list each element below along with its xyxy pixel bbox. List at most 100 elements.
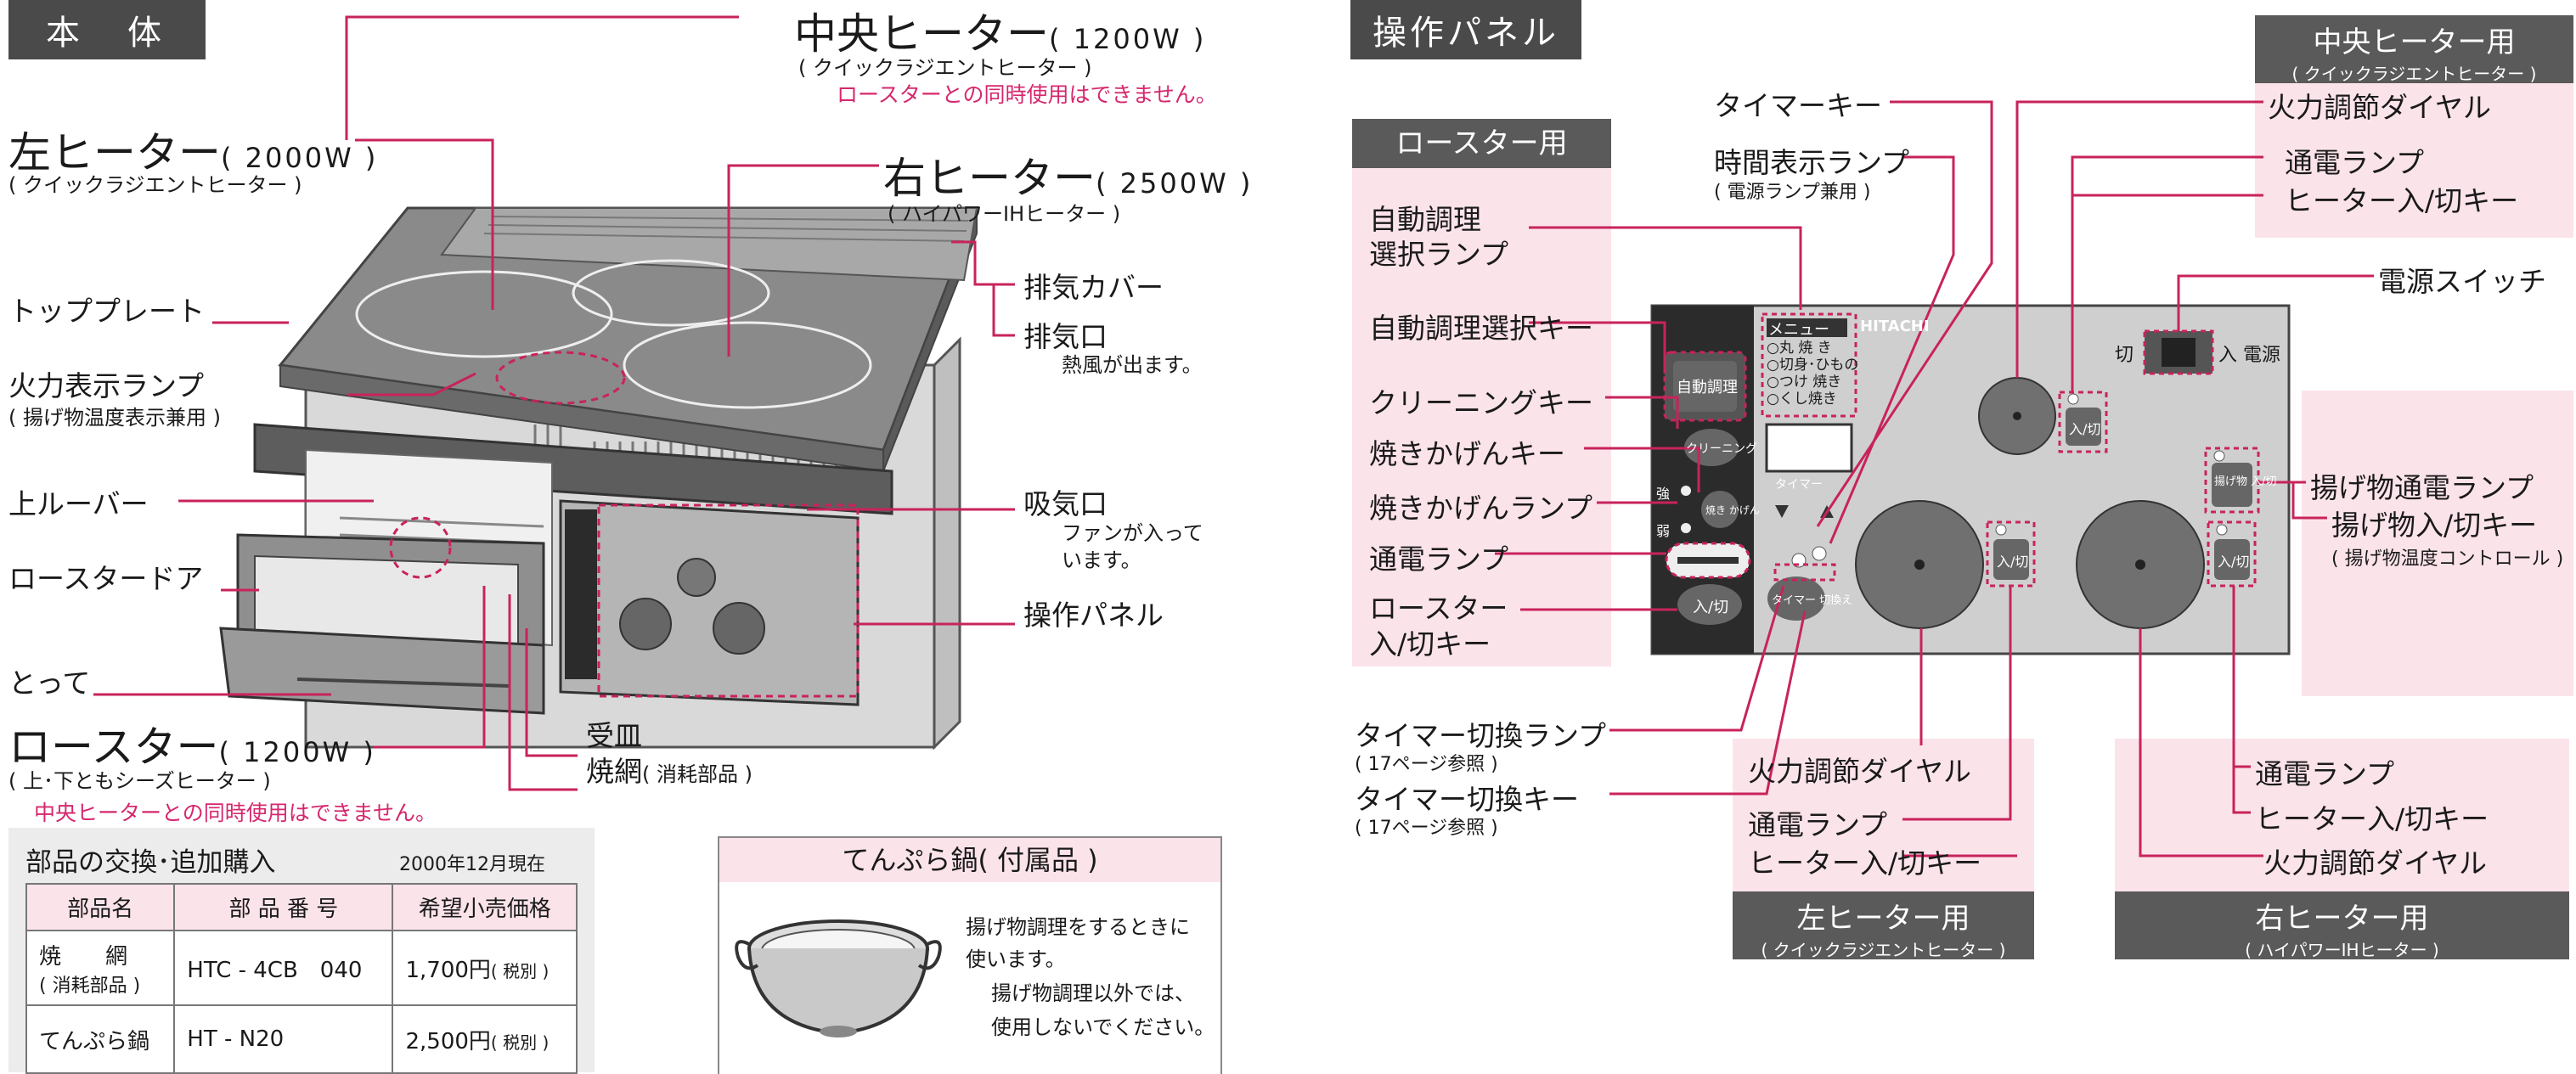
- menu-item: ○丸 焼 き: [1767, 340, 1832, 357]
- weak-label: 弱: [1656, 523, 1671, 539]
- intake-note-2: います。: [1062, 548, 1141, 572]
- grill-level-button[interactable]: 焼き かげん: [1705, 504, 1760, 516]
- timer-switch-key-label: タイマー切換キー: [1355, 783, 1579, 816]
- on-power-label: 入 電源: [2218, 345, 2280, 366]
- fry-lamp-label: 揚げ物通電ランプ: [2310, 471, 2534, 504]
- right-key-label: ヒーター入/切キー: [2255, 802, 2489, 835]
- col-header: 部 品 番 号: [173, 883, 394, 931]
- center-heater-sub: ( クイックラジエントヒーター ): [798, 56, 1092, 80]
- right-heater-box: [2115, 739, 2569, 891]
- time-lamp-label: 時間表示ランプ: [1714, 146, 1910, 179]
- timer-switch-button[interactable]: タイマー 切換え: [1772, 594, 1853, 607]
- menu-item: ○つけ 焼き: [1767, 374, 1842, 391]
- part-name-cell: てんぷら鍋: [25, 1004, 176, 1074]
- part-price-cell: 1,700円( 税別 ): [392, 930, 578, 1006]
- center-heater-name: 中央ヒーター( 1200W ): [794, 9, 1207, 59]
- center-lamp-label: 通電ランプ: [2285, 146, 2425, 179]
- timer-key-label: タイマーキー: [1714, 89, 1882, 122]
- panel-brand: HITACHI: [1860, 318, 1930, 335]
- tempura-line-2: 使います。: [966, 947, 1066, 971]
- tempura-pot-icon: [735, 919, 942, 1037]
- col-header: 部品名: [25, 883, 176, 931]
- right-box-sub: ( ハイパワーIHヒーター ): [2245, 940, 2439, 960]
- col-header: 希望小売価格: [392, 883, 578, 931]
- center-dial-label: 火力調節ダイヤル: [2268, 91, 2492, 124]
- tempura-line-4: 使用しないでください。: [991, 1015, 1215, 1039]
- cleaning-key-label: クリーニングキー: [1369, 386, 1593, 419]
- roaster-key-label-1: ロースター: [1369, 592, 1508, 625]
- grill-net-label: 焼網( 消耗部品 ): [586, 755, 753, 788]
- roaster-name: ロースター( 1200W ): [8, 723, 376, 772]
- timer-switch-lamp-label: タイマー切換ランプ: [1355, 719, 1607, 752]
- off-label: 切: [2115, 345, 2134, 366]
- left-box-title: 左ヒーター用: [1796, 902, 1970, 936]
- right-heater-box-header: 右ヒーター用 ( ハイパワーIHヒーター ): [2115, 891, 2569, 960]
- cleaning-button[interactable]: クリーニング: [1686, 442, 1757, 456]
- parts-date: 2000年12月現在: [399, 854, 545, 875]
- center-heater-box-header: 中央ヒーター用 ( クイックラジエントヒーター ): [2255, 15, 2573, 84]
- menu-title: メニュー: [1768, 321, 1829, 339]
- intake-label: 吸気口: [1023, 487, 1108, 520]
- right-heater-name: 右ヒーター( 2500W ): [883, 154, 1254, 203]
- tempura-pot-box: てんぷら鍋( 付属品 ) 揚げ物調理をするときに 使います。 揚げ物調理以外では…: [718, 836, 1222, 1074]
- right-dial-label: 火力調節ダイヤル: [2263, 846, 2488, 880]
- power-lamp-label-roaster: 通電ランプ: [1369, 543, 1509, 576]
- auto-lamp-label-1: 自動調理: [1369, 203, 1481, 236]
- left-heater-box-header: 左ヒーター用 ( クイックラジエントヒーター ): [1733, 891, 2034, 960]
- right-lamp-label: 通電ランプ: [2255, 757, 2395, 790]
- left-onoff-button[interactable]: 入/切: [1997, 554, 2029, 570]
- upper-louver-label: 上ルーバー: [8, 487, 149, 520]
- grill-level-key-label: 焼きかげんキー: [1369, 437, 1565, 470]
- exhaust-cover-label: 排気カバー: [1023, 271, 1164, 304]
- power-lamp-label: 火力表示ランプ: [8, 369, 205, 402]
- part-number-cell: HT - N20: [173, 1004, 394, 1074]
- fry-box: [2302, 391, 2573, 696]
- table-row: 焼 網( 消耗部品 ) HTC - 4CB 040 1,700円( 税別 ): [25, 930, 578, 1006]
- left-lamp-label: 通電ランプ: [1748, 808, 1888, 841]
- exhaust-port-label: 排気口: [1023, 320, 1108, 353]
- left-heater-name: 左ヒーター( 2000W ): [8, 128, 379, 177]
- roaster-door-label: ロースタードア: [8, 562, 204, 595]
- auto-cook-button[interactable]: 自動調理: [1677, 379, 1738, 396]
- right-box-title: 右ヒーター用: [2255, 902, 2429, 936]
- intake-note-1: ファンが入って: [1062, 521, 1203, 545]
- right-heater-sub: ( ハイパワーIHヒーター ): [888, 202, 1121, 226]
- exhaust-note: 熱風が出ます。: [1062, 353, 1203, 377]
- tempura-line-1: 揚げ物調理をするときに: [966, 915, 1190, 939]
- center-box-sub: ( クイックラジエントヒーター ): [2291, 64, 2537, 84]
- roaster-onoff-button[interactable]: 入/切: [1693, 599, 1729, 616]
- fry-onoff-button[interactable]: 揚げ物 入/切: [2214, 475, 2277, 488]
- auto-key-label: 自動調理選択キー: [1369, 312, 1593, 345]
- center-heater-note: ロースターとの同時使用はできません。: [837, 82, 1217, 107]
- left-key-label: ヒーター入/切キー: [1748, 846, 1982, 880]
- strong-label: 強: [1656, 486, 1671, 502]
- center-onoff-button[interactable]: 入/切: [2069, 421, 2101, 437]
- main-switch-label: 電源スイッチ: [2378, 265, 2546, 298]
- center-box-title: 中央ヒーター用: [2313, 25, 2516, 59]
- part-name-cell: 焼 網( 消耗部品 ): [25, 930, 176, 1006]
- top-plate-label: トッププレート: [8, 295, 205, 328]
- auto-lamp-label-2: 選択ランプ: [1369, 238, 1509, 271]
- right-onoff-button[interactable]: 入/切: [2218, 554, 2250, 570]
- timer-switch-lamp-ref: ( 17ページ参照 ): [1355, 754, 1498, 775]
- parts-table-header: 部品名 部 品 番 号 希望小売価格: [25, 883, 578, 931]
- roaster-box: [1352, 119, 1611, 666]
- left-dial-label: 火力調節ダイヤル: [1748, 755, 1972, 788]
- handle-label: とって: [8, 666, 91, 700]
- left-heater-box: [1733, 739, 2034, 891]
- grill-level-lamp-label: 焼きかげんランプ: [1369, 492, 1593, 525]
- left-heater-sub: ( クイックラジエントヒーター ): [8, 173, 302, 197]
- tray-label: 受皿: [586, 719, 642, 752]
- parts-title: 部品の交換･追加購入: [25, 847, 276, 878]
- time-lamp-sub: ( 電源ランプ兼用 ): [1714, 182, 1871, 203]
- menu-list: ○丸 焼 き ○切身･ひもの ○つけ 焼き ○くし焼き: [1767, 340, 1858, 408]
- fry-key-label: 揚げ物入/切キー: [2331, 509, 2538, 542]
- roaster-box-title: ロースター用: [1352, 119, 1611, 168]
- tempura-line-3: 揚げ物調理以外では、: [991, 981, 1195, 1005]
- menu-item: ○切身･ひもの: [1767, 357, 1859, 374]
- roaster-key-label-2: 入/切キー: [1369, 627, 1491, 661]
- roaster-sub: ( 上･下ともシーズヒーター ): [8, 769, 271, 793]
- center-key-label: ヒーター入/切キー: [2285, 184, 2519, 217]
